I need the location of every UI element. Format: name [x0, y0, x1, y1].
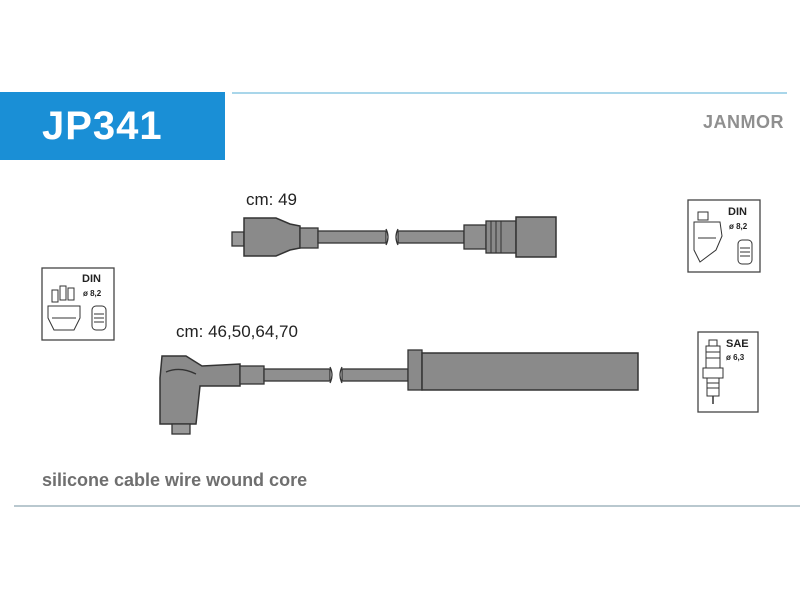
badge-diameter-label: ø 8,2: [729, 222, 748, 231]
boot-end-icon: [737, 239, 753, 265]
product-code: JP341: [42, 104, 163, 148]
badge-standard-label: SAE: [726, 338, 749, 350]
distributor-badge-right: DIN ø 8,2: [687, 199, 761, 273]
badge-standard-label: DIN: [728, 206, 747, 218]
badge-diameter-label: ø 8,2: [83, 289, 102, 298]
product-code-banner: [0, 92, 225, 160]
cable-segment: [341, 368, 409, 382]
footer-divider: [14, 505, 800, 507]
badge-standard-label: DIN: [82, 273, 101, 285]
header-divider: [232, 92, 787, 94]
badge-diameter-label: ø 6,3: [726, 353, 745, 362]
ribbed-coil-connector: [463, 216, 557, 258]
wire-length-label-short: cm: 49: [246, 190, 298, 209]
brand-name: JANMOR: [702, 112, 784, 132]
distributor-badge-left: DIN ø 8,2: [41, 267, 115, 341]
long-plug-boot: [407, 349, 639, 391]
spark-plug-icon: [702, 339, 724, 404]
short-ignition-lead: [231, 216, 557, 258]
angled-boot-connector: [159, 355, 265, 435]
spark-plug-badge: SAE ø 6,3: [697, 331, 759, 413]
distributor-cap-icon: [47, 285, 81, 331]
cable-description: silicone cable wire wound core: [42, 470, 308, 490]
cable-segment: [397, 230, 465, 244]
cable-segment: [317, 230, 387, 244]
ignition-coil-icon: [693, 211, 723, 263]
wire-length-label-long: cm: 46,50,64,70: [176, 322, 298, 341]
long-ignition-lead: [159, 349, 639, 435]
straight-boot-connector: [231, 217, 319, 257]
boot-end-icon: [91, 305, 107, 331]
cable-segment: [263, 368, 331, 382]
